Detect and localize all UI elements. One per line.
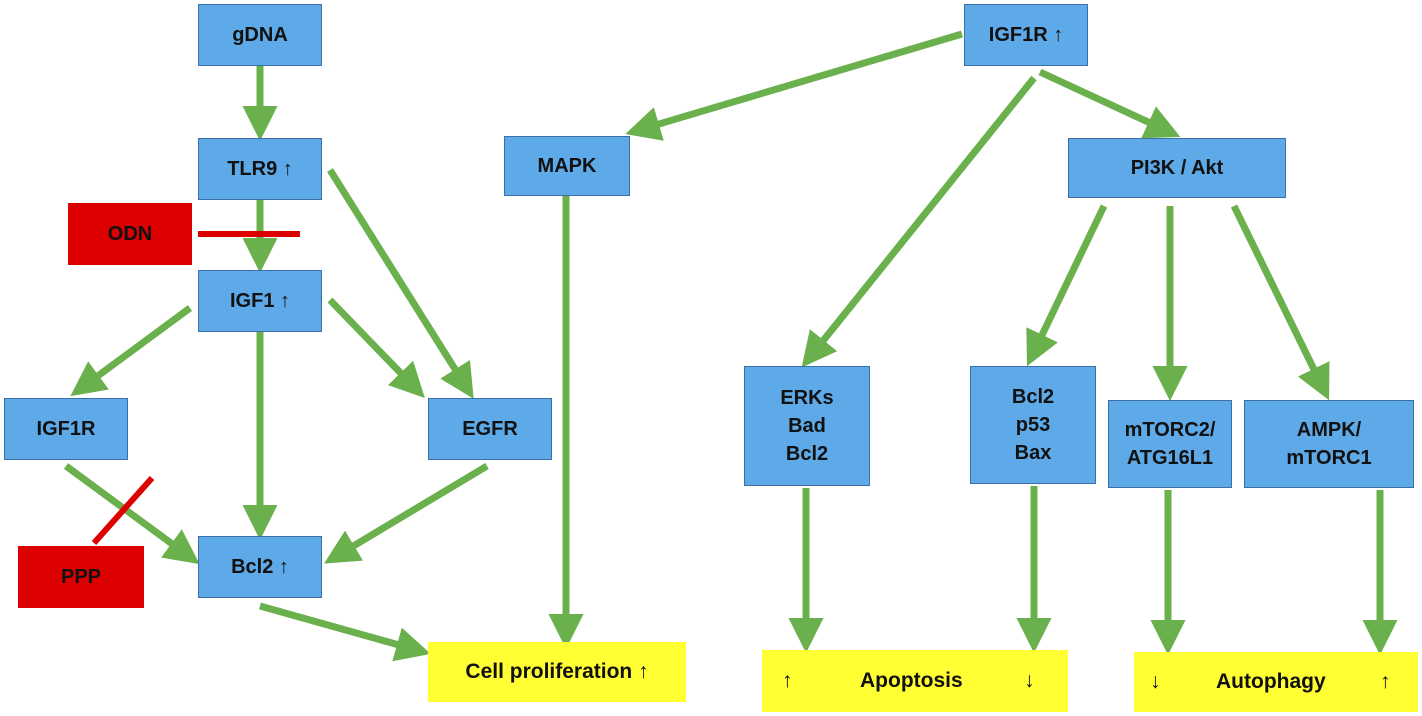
outcome-cell-proliferation: Cell proliferation ↑	[428, 642, 686, 702]
arrow-igf1-egfr	[327, 297, 425, 399]
node-bcl2-left: Bcl2 ↑	[198, 536, 322, 598]
node-erks-bad-bcl2: ERKs Bad Bcl2	[744, 366, 870, 486]
outcome-autophagy: ↓ Autophagy ↑	[1134, 652, 1418, 712]
node-erks-line-1: ERKs	[780, 387, 834, 409]
outcome-apoptosis: ↑ Apoptosis ↓	[762, 650, 1068, 712]
autophagy-up-arrow: ↑	[1380, 670, 1391, 693]
arrow-igf1-igf1r	[70, 305, 193, 397]
inhibition-line-ppp	[91, 476, 155, 545]
node-bcl2-p53-bax: Bcl2 p53 Bax	[970, 366, 1096, 484]
node-mtorc2-atg16l1: mTORC2/ ATG16L1	[1108, 400, 1232, 488]
node-erks-line-2: Bad	[788, 415, 826, 437]
node-bcl2-group-line-2: p53	[1015, 414, 1051, 436]
node-gdna: gDNA	[198, 4, 322, 66]
arrow-pi3k-bcl2group	[1026, 204, 1108, 367]
autophagy-down-arrow: ↓	[1150, 670, 1161, 693]
node-mtorc2-line-2: ATG16L1	[1126, 447, 1214, 469]
node-ampk-line-2: mTORC1	[1286, 447, 1372, 469]
arrow-igf1r-erks	[801, 75, 1037, 368]
arrow-egfr-bcl2	[323, 462, 489, 564]
arrow-tlr9-egfr	[327, 168, 474, 399]
arrow-pi3k-ampk	[1230, 204, 1330, 401]
inhibitor-ppp: PPP	[18, 546, 144, 608]
node-igf1: IGF1 ↑	[198, 270, 322, 332]
arrow-igf1r-pi3k	[1038, 68, 1181, 139]
node-erks-line-3: Bcl2	[785, 443, 829, 465]
node-igf1r-top: IGF1R ↑	[964, 4, 1088, 66]
node-pi3k-akt: PI3K / Akt	[1068, 138, 1286, 198]
inhibitor-odn: ODN	[68, 203, 192, 265]
node-ampk-mtorc1: AMPK/ mTORC1	[1244, 400, 1414, 488]
node-ampk-line-1: AMPK/	[1296, 419, 1362, 441]
arrow-bcl2-proliferation	[259, 602, 431, 662]
node-mtorc2-line-1: mTORC2/	[1124, 419, 1216, 441]
autophagy-label: Autophagy	[1216, 670, 1326, 693]
apoptosis-up-arrow: ↑	[782, 669, 793, 692]
node-bcl2-group-line-1: Bcl2	[1011, 386, 1055, 408]
node-igf1r-left: IGF1R	[4, 398, 128, 460]
arrow-igf1r-bcl2	[63, 463, 200, 565]
node-tlr9: TLR9 ↑	[198, 138, 322, 200]
apoptosis-label: Apoptosis	[860, 669, 963, 692]
node-bcl2-group-line-3: Bax	[1014, 442, 1052, 464]
node-mapk: MAPK	[504, 136, 630, 196]
node-egfr: EGFR	[428, 398, 552, 460]
outcome-cell-proliferation-label: Cell proliferation ↑	[465, 660, 649, 683]
arrow-igf1r-mapk	[625, 30, 963, 141]
apoptosis-down-arrow: ↓	[1024, 669, 1035, 692]
